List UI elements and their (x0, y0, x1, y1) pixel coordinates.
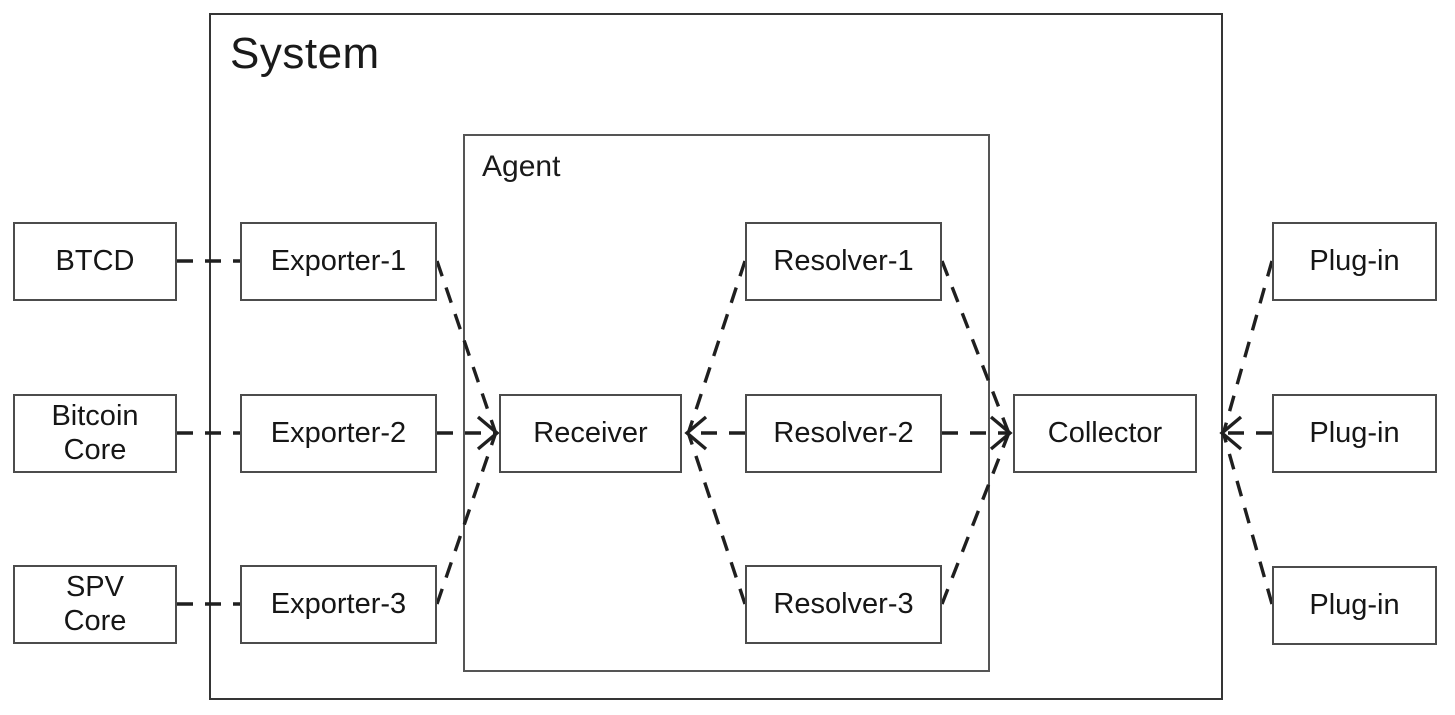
node-exporter-2: Exporter-2 (240, 394, 437, 473)
edge-resolver1-collector (940, 260, 1010, 432)
edge-exporter1-receiver (435, 260, 497, 432)
receiver-left-arrowhead (476, 415, 500, 451)
node-spv-core-label: SPV Core (63, 571, 127, 637)
node-exporter-2-label: Exporter-2 (270, 416, 407, 449)
node-exporter-1-label: Exporter-1 (270, 244, 407, 277)
node-resolver-2: Resolver-2 (745, 394, 942, 473)
node-plugin-2-label: Plug-in (1309, 416, 1400, 449)
node-bitcoin-core-label: Bitcoin Core (51, 400, 139, 466)
node-exporter-3: Exporter-3 (240, 565, 437, 644)
node-resolver-3-label: Resolver-3 (773, 587, 914, 620)
collector-right-arrowhead (1219, 415, 1243, 451)
node-receiver: Receiver (499, 394, 682, 473)
node-btcd: BTCD (13, 222, 177, 301)
receiver-right-arrowhead (684, 415, 708, 451)
node-exporter-3-label: Exporter-3 (270, 587, 407, 620)
node-bitcoin-core: Bitcoin Core (13, 394, 177, 473)
node-plugin-3: Plug-in (1272, 566, 1437, 645)
edge-plugin1-collector (1222, 260, 1274, 432)
node-resolver-2-label: Resolver-2 (773, 416, 914, 449)
edge-resolver1-receiver (687, 260, 747, 432)
edge-resolver3-receiver (687, 434, 747, 605)
system-label: System (230, 29, 380, 78)
edge-exporter3-receiver (435, 434, 497, 605)
node-resolver-1: Resolver-1 (745, 222, 942, 301)
node-receiver-label: Receiver (533, 416, 648, 449)
system-container: System (209, 13, 1223, 700)
node-resolver-3: Resolver-3 (745, 565, 942, 644)
node-plugin-1: Plug-in (1272, 222, 1437, 301)
node-spv-core: SPV Core (13, 565, 177, 644)
node-collector-label: Collector (1047, 416, 1163, 449)
node-plugin-2: Plug-in (1272, 394, 1437, 473)
agent-label: Agent (482, 150, 561, 183)
collector-left-arrowhead (989, 415, 1013, 451)
node-resolver-1-label: Resolver-1 (773, 244, 914, 277)
node-btcd-label: BTCD (55, 244, 135, 277)
agent-container: Agent (463, 134, 990, 672)
edge-plugin3-collector (1222, 434, 1274, 605)
node-collector: Collector (1013, 394, 1197, 473)
edge-resolver3-collector (940, 434, 1010, 605)
node-plugin-3-label: Plug-in (1309, 588, 1400, 621)
node-plugin-1-label: Plug-in (1309, 244, 1400, 277)
node-exporter-1: Exporter-1 (240, 222, 437, 301)
